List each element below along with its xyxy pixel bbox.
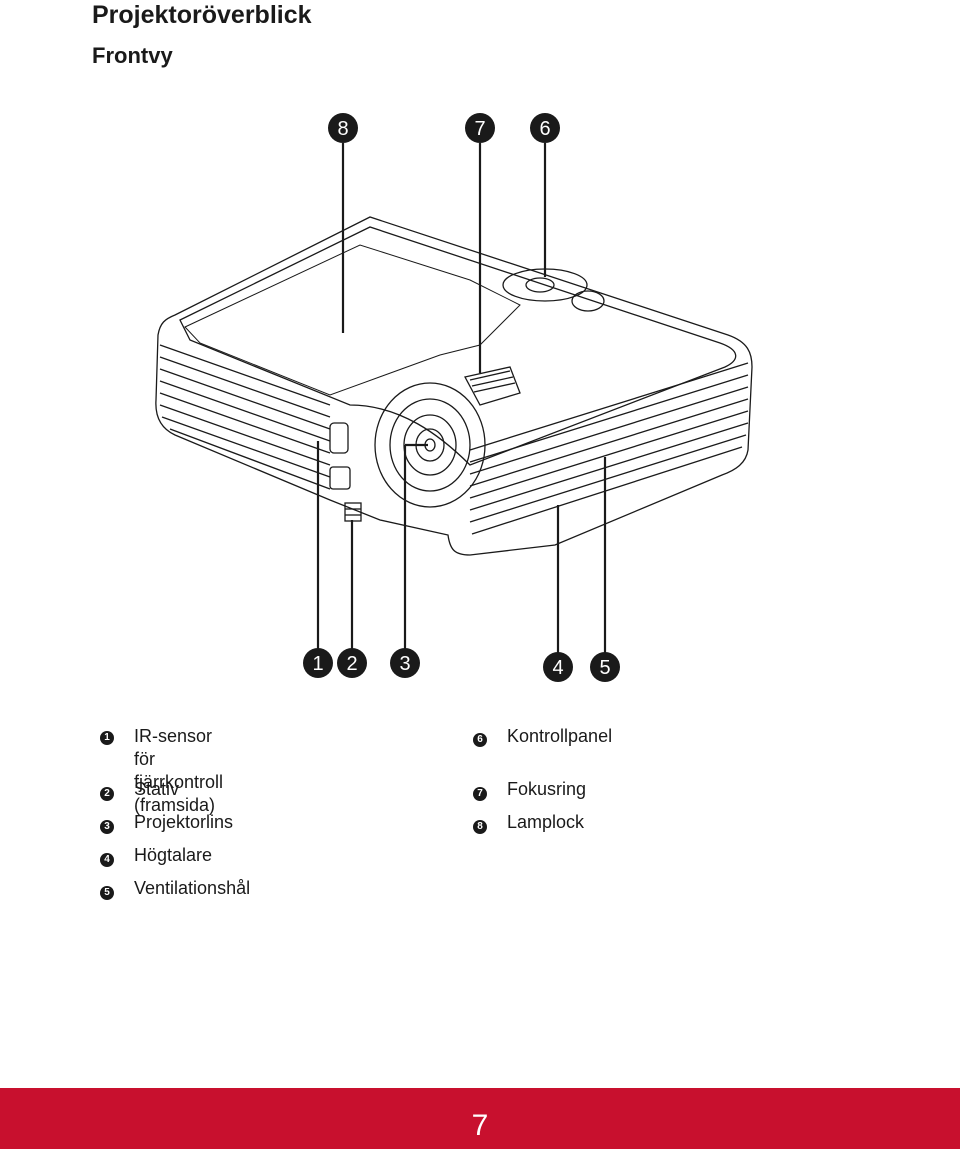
callout-5-label: 5	[599, 657, 610, 679]
legend-badge: 3	[100, 820, 114, 834]
footer-bar	[0, 1088, 960, 1149]
legend-text: Kontrollpanel	[507, 726, 613, 746]
callout-7-label: 7	[474, 118, 485, 140]
legend-text: Projektorlins	[134, 812, 234, 832]
page-number: 7	[471, 1109, 489, 1142]
legend-badge: 8	[473, 820, 487, 834]
legend-text: Ventilationshål	[134, 878, 251, 898]
legend-text: Stativ	[134, 779, 180, 799]
callout-2-label: 2	[346, 653, 357, 675]
callout-6-label: 6	[539, 118, 550, 140]
callout-1-label: 1	[312, 653, 323, 675]
legend-badge: 1	[100, 731, 114, 745]
legend-badge: 5	[100, 886, 114, 900]
page-title: Projektoröverblick	[92, 1, 312, 29]
callout-4-label: 4	[552, 657, 563, 679]
section-subtitle: Frontvy	[92, 43, 173, 68]
legend-badge: 6	[473, 733, 487, 747]
legend-text: Fokusring	[507, 779, 587, 799]
legend-text: IR-sensor för fjärrkontroll (framsida)	[134, 726, 224, 815]
legend-text: Lamplock	[507, 812, 585, 832]
projector-front-view-illustration: 8 7 6 1 2 3 4 5	[155, 113, 753, 682]
legend-badge: 2	[100, 787, 114, 801]
callout-3-label: 3	[399, 653, 410, 675]
callout-8-label: 8	[337, 118, 348, 140]
legend-text: Högtalare	[134, 845, 213, 865]
legend-badge: 7	[473, 787, 487, 801]
legend-badge: 4	[100, 853, 114, 867]
